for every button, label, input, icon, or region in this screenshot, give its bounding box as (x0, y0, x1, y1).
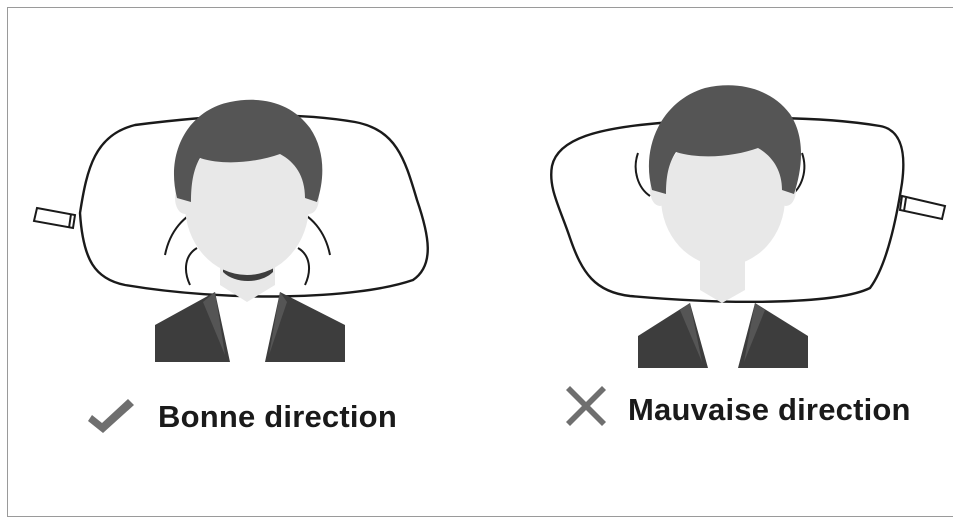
cross-icon (566, 386, 606, 434)
good-direction-label: Bonne direction (158, 399, 397, 435)
good-direction-caption: Bonne direction (88, 393, 397, 441)
bad-direction-illustration (540, 78, 953, 370)
check-icon (88, 393, 136, 441)
bad-direction-label: Mauvaise direction (628, 392, 911, 428)
bad-direction-caption: Mauvaise direction (566, 386, 911, 434)
good-direction-illustration (25, 80, 440, 370)
